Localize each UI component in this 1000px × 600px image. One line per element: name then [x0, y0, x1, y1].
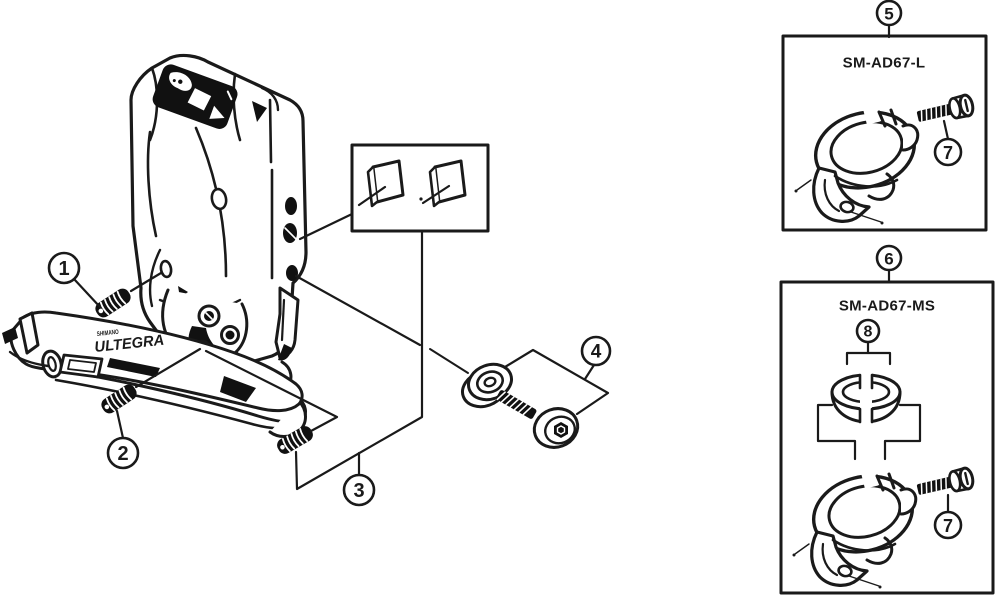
- callout-7-box5-number: 7: [943, 143, 953, 163]
- leader-2b: [134, 347, 202, 389]
- cage-dark-wedge: [220, 376, 256, 402]
- callout-6: 6: [875, 244, 903, 272]
- cage-tip-flap: [18, 311, 40, 355]
- shim-plate-left: [357, 159, 405, 208]
- callout-5-number: 5: [884, 5, 893, 24]
- limit-screw-1: [95, 288, 131, 318]
- leader-4-bracket: [503, 348, 610, 416]
- leader-4-connector: [583, 363, 596, 381]
- cage-dark-stripe: [107, 358, 160, 377]
- leader-2a: [115, 409, 125, 440]
- callout-8: 8: [855, 318, 881, 344]
- callout-7-box6: 7: [933, 510, 963, 540]
- cage-tip-dark: [2, 327, 18, 344]
- corner-shadow: [252, 101, 267, 122]
- spacer-ring: [830, 372, 902, 424]
- callout-7-box6-number: 7: [943, 516, 953, 536]
- mount-bolt: [496, 390, 580, 449]
- callout-2-number: 2: [117, 443, 128, 465]
- leader-1b: [129, 271, 163, 293]
- shim-plate-right: [421, 159, 467, 208]
- top-window: [152, 64, 238, 129]
- brand-logo: SHIMANO: [96, 329, 119, 338]
- cage-outer-plate: SHIMANO ULTEGRA: [2, 310, 304, 413]
- leader-7-box5: [942, 119, 950, 141]
- side-hole-lower: [286, 265, 298, 281]
- box6-label: SM-AD67-MS: [839, 298, 935, 315]
- callout-1-number: 1: [58, 258, 69, 280]
- callout-4-number: 4: [591, 342, 602, 363]
- box6-panel: SM-AD67-MS: [779, 280, 995, 595]
- clamp-bolt-box6: [916, 466, 975, 495]
- callout-4: 4: [580, 335, 612, 367]
- leader-lines: [72, 23, 950, 514]
- box5-label: SM-AD67-L: [843, 55, 926, 72]
- leader-3-long: [294, 229, 424, 491]
- callout-5: 5: [875, 0, 903, 27]
- assembly-bracket-left: [816, 403, 857, 461]
- clamp-bolt-box5: [916, 93, 975, 122]
- side-hole-upper: [285, 197, 297, 215]
- support-screw-3: [277, 426, 313, 454]
- callout-6-number: 6: [884, 250, 893, 269]
- leader-hole-to-line: [294, 274, 422, 347]
- limit-screw-2: [101, 384, 137, 414]
- cage-inner-plate: [48, 366, 307, 438]
- mount-washer: [429, 348, 513, 409]
- leader-box-to-hole: [298, 212, 354, 241]
- shim-plates-box: [350, 143, 490, 233]
- callout-3: 3: [342, 473, 376, 507]
- leader-8-bracket: [845, 351, 892, 366]
- leader-1a: [72, 277, 102, 309]
- cable-hole: [210, 187, 228, 211]
- box5-panel: SM-AD67-L: [781, 34, 988, 232]
- clamp-band-medium: [792, 465, 918, 589]
- callout-2: 2: [106, 436, 140, 470]
- screw1-hole: [159, 259, 173, 279]
- leader-3-bent: [204, 349, 339, 433]
- assembly-bracket-right: [883, 403, 922, 461]
- callouts: 1 2 3 4 5 6 7 7 8: [47, 0, 963, 540]
- callout-7-box5: 7: [933, 137, 963, 167]
- hex-socket: [554, 422, 568, 438]
- callout-3-number: 3: [353, 480, 364, 502]
- callout-1: 1: [47, 251, 81, 285]
- clamp-band-large: [794, 101, 920, 225]
- callout-8-number: 8: [864, 324, 873, 341]
